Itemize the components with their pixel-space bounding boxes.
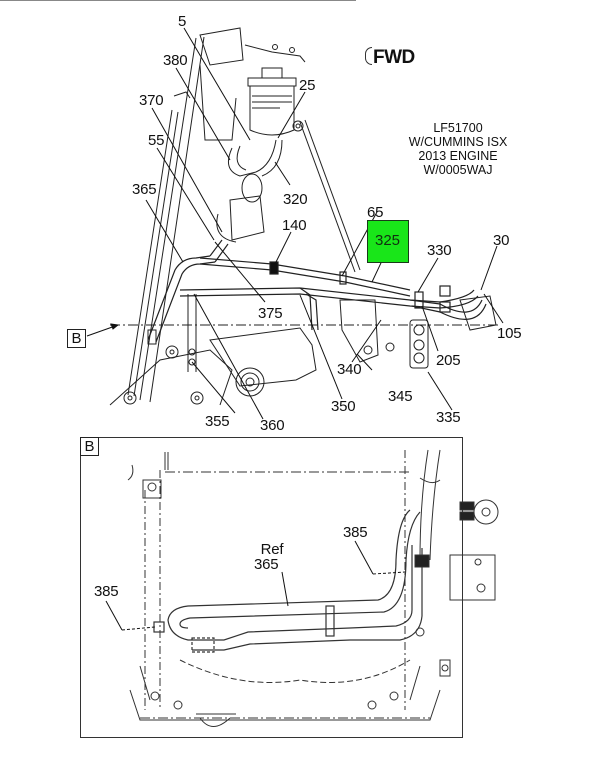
callout-380[interactable]: 380	[163, 52, 188, 69]
callout-105[interactable]: 105	[497, 325, 522, 342]
detail-view-b-frame	[80, 437, 463, 738]
callout-340[interactable]: 340	[337, 361, 362, 378]
callout-320[interactable]: 320	[283, 191, 308, 208]
callout-25[interactable]: 25	[299, 77, 316, 94]
view-b-reference-tag[interactable]: B	[67, 329, 86, 348]
callout-30[interactable]: 30	[493, 232, 510, 249]
detail-tube-loop	[153, 509, 423, 653]
note-line: LF51700	[433, 121, 483, 135]
callout-350[interactable]: 350	[331, 398, 356, 415]
callout-335[interactable]: 335	[436, 409, 461, 426]
callout-345[interactable]: 345	[388, 388, 413, 405]
callout-375[interactable]: 375	[258, 305, 283, 322]
callout-5[interactable]: 5	[178, 13, 187, 30]
forward-direction-indicator: FWD	[365, 47, 415, 69]
leader-lines	[86, 27, 504, 420]
callout-55[interactable]: 55	[148, 132, 165, 149]
fwd-label: FWD	[373, 47, 415, 68]
callout-325[interactable]: 325	[375, 232, 401, 249]
note-line: 2013 ENGINE	[418, 149, 498, 163]
detail-view-b-tag: B	[80, 437, 99, 456]
callout-330[interactable]: 330	[427, 242, 452, 259]
callout-140[interactable]: 140	[282, 217, 307, 234]
detail-ref-label: Ref	[260, 541, 284, 558]
reservoir-tank	[244, 44, 306, 136]
detail-callout-385-right[interactable]: 385	[343, 524, 368, 541]
callout-355[interactable]: 355	[205, 413, 230, 430]
reservoir-hoses	[216, 139, 283, 243]
callout-365[interactable]: 365	[132, 181, 157, 198]
callout-370[interactable]: 370	[139, 92, 164, 109]
forward-arrow-icon	[365, 47, 372, 65]
note-line: W/CUMMINS ISX	[408, 135, 508, 149]
note-line: W/0005WAJ	[423, 163, 493, 177]
callout-360[interactable]: 360	[260, 417, 285, 434]
detail-callout-385-left[interactable]: 385	[94, 583, 119, 600]
configuration-note: LF51700 W/CUMMINS ISX 2013 ENGINE W/0005…	[402, 121, 514, 177]
callout-65[interactable]: 65	[367, 204, 384, 221]
callout-205[interactable]: 205	[436, 352, 461, 369]
highlighted-part-box[interactable]	[367, 220, 409, 263]
detail-callout-365-ref[interactable]: 365	[254, 556, 279, 573]
